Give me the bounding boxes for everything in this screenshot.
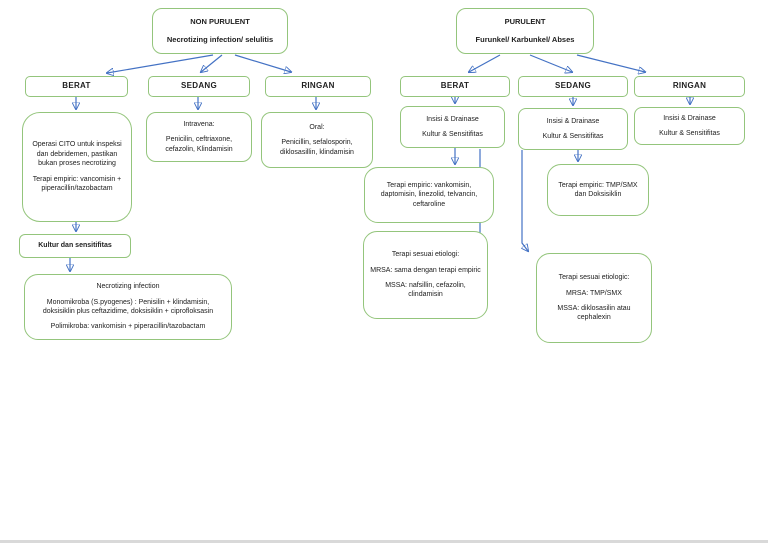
- node-text: Terapi empiric: TMP/SMX dan Doksisiklin: [558, 181, 638, 198]
- node-text: Kultur & Sensitifitas: [659, 130, 720, 137]
- node-text: Terapi empiric: vancomisin + piperacilli…: [32, 175, 122, 193]
- node-text: MRSA: TMP/SMX: [566, 289, 622, 297]
- node-text: MRSA: sama dengan terapi empiric: [370, 266, 481, 274]
- node-oral: Oral: Penicillin, sefalosporin, diklosas…: [261, 112, 373, 168]
- node-text: Necrotizing infection: [96, 283, 160, 291]
- arrow-insisi-etiologi-sedang: [522, 150, 528, 251]
- node-text: Oral:: [309, 123, 325, 131]
- node-label: BERAT: [62, 81, 91, 91]
- node-left-berat: BERAT: [25, 76, 128, 97]
- page-bottom-edge: [0, 540, 768, 543]
- arrow-nonpurulent-ringan: [234, 54, 291, 72]
- node-subtitle: Necrotizing infection/ selulitis: [166, 35, 274, 44]
- node-label: RINGAN: [672, 81, 707, 91]
- node-text: Terapi sesuai etiologi:: [391, 251, 460, 259]
- node-kultur-sensitifitas: Kultur dan sensitifitas: [19, 234, 131, 258]
- node-label: RINGAN: [301, 81, 335, 91]
- node-text: Kultur & Sensitifitas: [422, 131, 483, 138]
- arrow-purulent-ringan: [576, 54, 645, 72]
- node-text: Terapi sesuai etiologic:: [558, 274, 630, 282]
- node-right-ringan: RINGAN: [634, 76, 745, 97]
- node-insisi-berat: Insisi & Drainase Kultur & Sensitifitas: [400, 106, 505, 148]
- node-text: Penicilin, ceftriaxone, cefazolin, Klind…: [165, 136, 233, 153]
- node-text: Monomikroba (S.pyogenes) : Penisilin + k…: [42, 298, 214, 315]
- node-text: Penicillin, sefalosporin, diklosasillin,…: [280, 139, 354, 156]
- node-intravena: Intravena: Penicilin, ceftriaxone, cefaz…: [146, 112, 252, 162]
- node-right-berat: BERAT: [400, 76, 510, 97]
- node-insisi-sedang: Insisi & Drainase Kultur & Sensitifitas: [518, 108, 628, 150]
- node-etiologi-berat: Terapi sesuai etiologi: MRSA: sama denga…: [363, 231, 488, 319]
- node-operasi-cito: Operasi CITO untuk inspeksi dan debridem…: [22, 112, 132, 222]
- node-empiric-sedang: Terapi empiric: TMP/SMX dan Doksisiklin: [547, 164, 649, 216]
- node-label: SEDANG: [180, 81, 218, 91]
- node-label: Kultur dan sensitifitas: [38, 242, 112, 250]
- node-text: Terapi empiric: vankomisin, daptomisin, …: [380, 181, 478, 208]
- node-right-sedang: SEDANG: [518, 76, 628, 97]
- node-label: SEDANG: [554, 81, 592, 91]
- node-title: PURULENT: [504, 16, 546, 26]
- node-left-sedang: SEDANG: [148, 76, 250, 97]
- node-label: BERAT: [440, 81, 470, 91]
- arrow-nonpurulent-sedang: [201, 54, 223, 72]
- node-text: MSSA: nafsillin, cefazolin, clindamisin: [385, 282, 466, 299]
- node-non-purulent: NON PURULENT Necrotizing infection/ selu…: [152, 8, 288, 54]
- arrow-purulent-sedang: [529, 54, 572, 72]
- node-text: MSSA: diklosasilin atau cephalexin: [557, 305, 631, 322]
- node-empiric-berat: Terapi empiric: vankomisin, daptomisin, …: [364, 167, 494, 223]
- node-text: Insisi & Drainase: [426, 115, 479, 123]
- node-text: Polimikroba: vankomisin + piperacillin/t…: [50, 323, 206, 331]
- node-left-ringan: RINGAN: [265, 76, 371, 97]
- node-subtitle: Furunkel/ Karbunkel/ Abses: [475, 35, 575, 44]
- node-purulent: PURULENT Furunkel/ Karbunkel/ Abses: [456, 8, 594, 54]
- node-text: Intravena:: [183, 120, 215, 128]
- node-necrotizing-infection: Necrotizing infection Monomikroba (S.pyo…: [24, 274, 232, 340]
- arrow-purulent-berat: [469, 54, 501, 72]
- node-text: Insisi & Drainase: [546, 117, 600, 125]
- arrow-nonpurulent-berat: [107, 54, 214, 73]
- node-insisi-ringan: Insisi & Drainase Kultur & Sensitifitas: [634, 107, 745, 145]
- node-text: Insisi & Drainase: [663, 114, 716, 122]
- node-text: Operasi CITO untuk inspeksi dan debridem…: [32, 141, 122, 168]
- node-text: Kultur & Sensitifitas: [542, 133, 604, 140]
- node-title: NON PURULENT: [190, 16, 250, 26]
- node-etiologi-sedang: Terapi sesuai etiologic: MRSA: TMP/SMX M…: [536, 253, 652, 343]
